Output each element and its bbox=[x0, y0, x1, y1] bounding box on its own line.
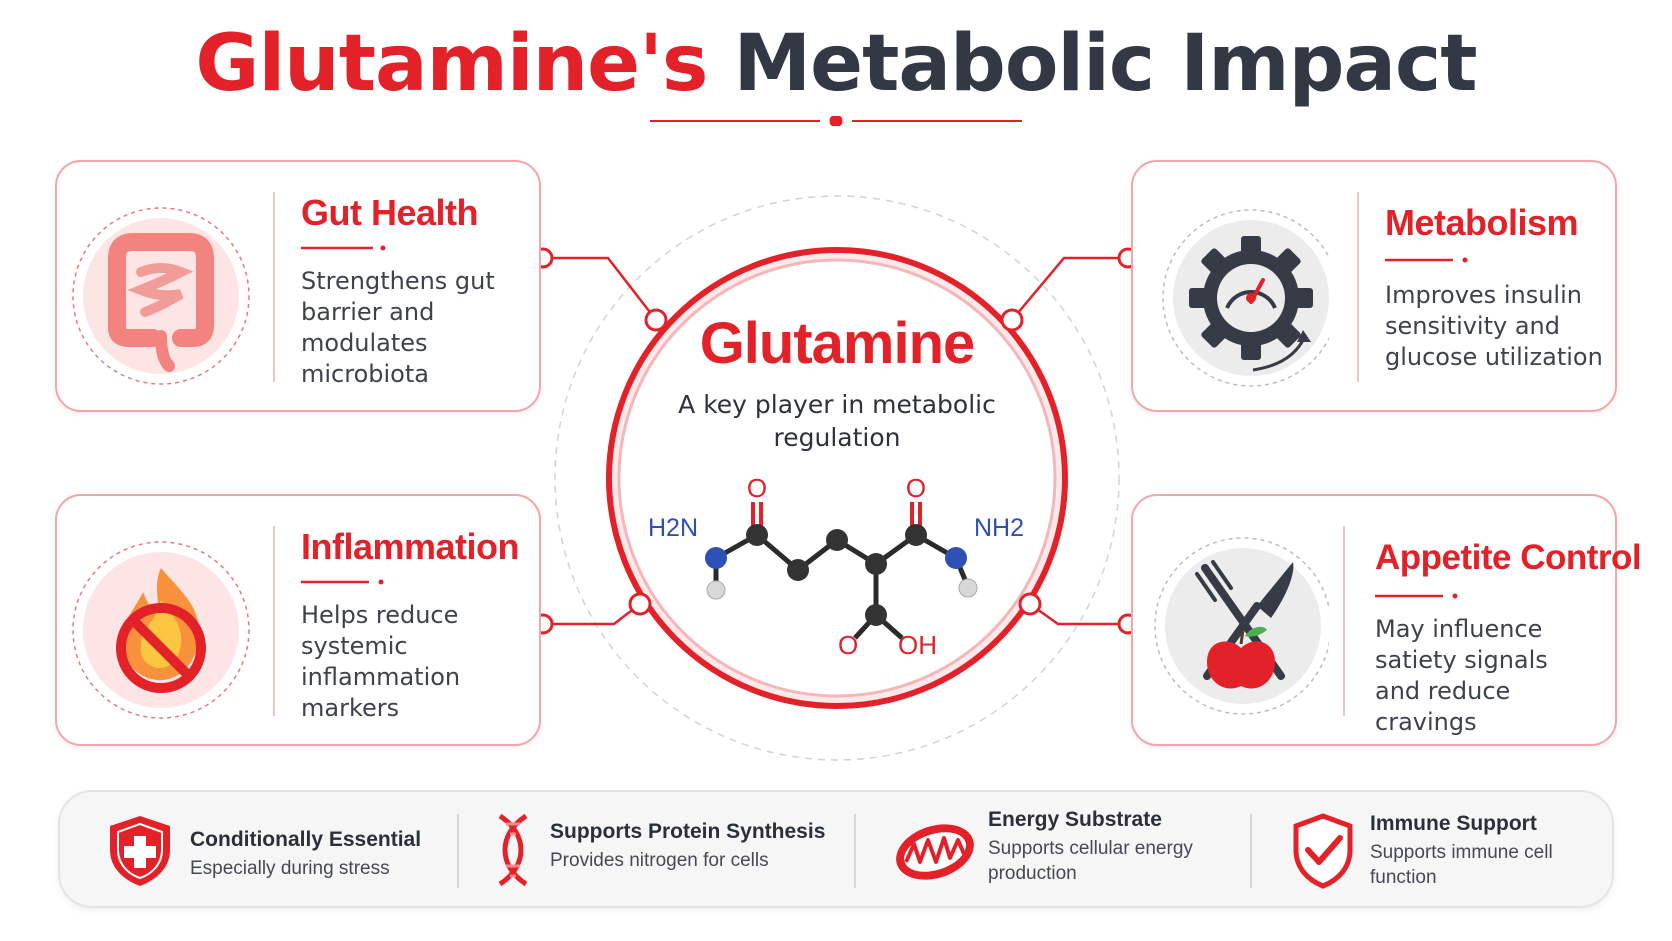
feature-description: Supports cellular energy production bbox=[988, 838, 1193, 884]
feature-separator bbox=[457, 814, 459, 888]
center-circle-inner bbox=[617, 258, 1057, 698]
feature-title: Supports Protein Synthesis bbox=[550, 820, 826, 843]
amine-left-label: H2N bbox=[648, 514, 698, 542]
connector-metabolism bbox=[1011, 256, 1128, 321]
feature-title: Energy Substrate bbox=[988, 808, 1162, 831]
feature-separator bbox=[854, 814, 856, 888]
amine-right-label: NH2 bbox=[974, 514, 1024, 542]
card-gut-health: Gut Health Strengthens gut barrier and m… bbox=[55, 160, 541, 412]
node-metabolism-circle bbox=[1000, 308, 1024, 332]
card-divider bbox=[1343, 526, 1345, 716]
oxygen-right-label: O bbox=[906, 473, 926, 503]
node-inflammation-circle bbox=[628, 592, 652, 616]
card-title-underline bbox=[1385, 257, 1468, 263]
title-part-1: Glutamine's bbox=[195, 19, 708, 109]
feature-description: Provides nitrogen for cells bbox=[550, 850, 769, 871]
acid-hydroxyl-label: OH bbox=[898, 630, 937, 660]
dna-icon bbox=[488, 810, 538, 890]
acid-oxygen-label: O bbox=[838, 630, 858, 660]
connector-appetite bbox=[1029, 602, 1128, 626]
feature-description: Especially during stress bbox=[190, 858, 390, 879]
title-divider bbox=[650, 116, 1022, 126]
title-part-2: Metabolic Impact bbox=[733, 19, 1478, 109]
shield-check-icon bbox=[1288, 810, 1358, 890]
card-title: Metabolism bbox=[1385, 202, 1579, 243]
glutamine-molecule-diagram: O O H2N NH2 O OH bbox=[648, 473, 1024, 660]
outer-dashed-ring bbox=[554, 195, 1120, 761]
card-title-underline bbox=[301, 245, 386, 251]
node-gut-circle bbox=[644, 308, 668, 332]
gear-gauge-icon bbox=[1145, 186, 1340, 390]
node-appetite-circle bbox=[1018, 592, 1042, 616]
feature-title: Immune Support bbox=[1370, 812, 1537, 835]
connector-gut-health bbox=[543, 256, 657, 321]
card-title: Inflammation bbox=[301, 526, 520, 567]
feature-conditionally-essential: Conditionally Essential Especially durin… bbox=[100, 792, 430, 910]
card-divider bbox=[273, 192, 275, 382]
oxygen-left-label: O bbox=[747, 473, 767, 503]
card-metabolism: Metabolism Improves insulin sensitivity … bbox=[1131, 160, 1617, 412]
connector-inflammation bbox=[543, 603, 641, 626]
feature-title: Conditionally Essential bbox=[190, 828, 422, 851]
card-appetite-control: Appetite Control May influence satiety s… bbox=[1131, 494, 1642, 746]
card-divider bbox=[273, 526, 275, 716]
center-title: Glutamine bbox=[699, 311, 976, 376]
feature-immune-support: Immune Support Supports immune cell func… bbox=[1288, 792, 1608, 910]
card-title: Appetite Control bbox=[1375, 538, 1642, 577]
card-title-underline bbox=[301, 579, 384, 585]
center-subtitle: A key player in metabolic regulation bbox=[678, 390, 996, 452]
card-title-underline bbox=[1375, 593, 1458, 599]
feature-description: Supports immune cell function bbox=[1370, 842, 1553, 888]
card-description: May influence satiety signals and reduce… bbox=[1375, 615, 1548, 736]
mitochondria-icon bbox=[892, 810, 978, 890]
card-divider bbox=[1357, 192, 1359, 382]
feature-protein-synthesis: Supports Protein Synthesis Provides nitr… bbox=[488, 792, 828, 910]
no-fire-icon bbox=[69, 520, 253, 724]
feature-bar: Conditionally Essential Especially durin… bbox=[58, 790, 1614, 908]
feature-separator bbox=[1250, 814, 1252, 888]
card-title: Gut Health bbox=[301, 192, 479, 233]
card-description: Strengthens gut barrier and modulates mi… bbox=[301, 267, 495, 388]
card-description: Helps reduce systemic inflammation marke… bbox=[301, 601, 461, 722]
intestine-icon bbox=[69, 186, 253, 390]
card-description: Improves insulin sensitivity and glucose… bbox=[1385, 281, 1603, 371]
fork-knife-apple-icon bbox=[1145, 520, 1332, 724]
shield-cross-icon bbox=[100, 810, 180, 890]
card-inflammation: Inflammation Helps reduce systemic infla… bbox=[55, 494, 541, 746]
page-title: Glutamine's Metabolic Impact bbox=[0, 14, 1672, 114]
feature-energy-substrate: Energy Substrate Supports cellular energ… bbox=[892, 792, 1222, 910]
